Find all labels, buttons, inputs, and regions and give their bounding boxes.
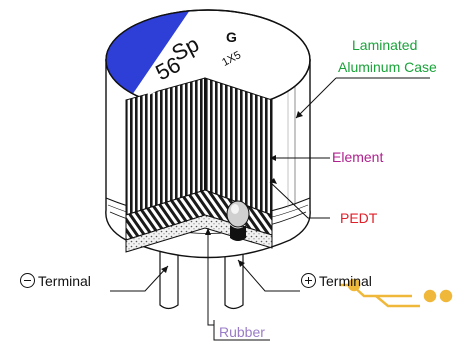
label-laminated: Laminated [352,37,417,53]
label-aluminum-case: Aluminum Case [338,59,437,75]
label-pedt: PEDT [340,210,378,226]
rubber-seal-cutaway [125,189,273,253]
case-top [105,9,311,111]
pos-terminal-text: Terminal [319,273,372,289]
terminal-leads [159,239,244,310]
label-laminated-line1: Laminated [352,37,418,53]
circuit-trace-icon [340,278,453,308]
minus-circle-icon [20,273,35,288]
element-cutaway [125,77,273,216]
leader-lines [110,77,430,341]
label-rubber: Rubber [219,324,265,340]
label-pos-terminal: Terminal [301,273,372,289]
arrow-heads [161,111,303,273]
marking-logo: G [226,29,237,45]
neg-terminal-text: Terminal [38,273,91,289]
label-element: Element [332,149,384,165]
plus-circle-icon [301,273,316,288]
label-neg-terminal: Terminal [20,273,91,289]
